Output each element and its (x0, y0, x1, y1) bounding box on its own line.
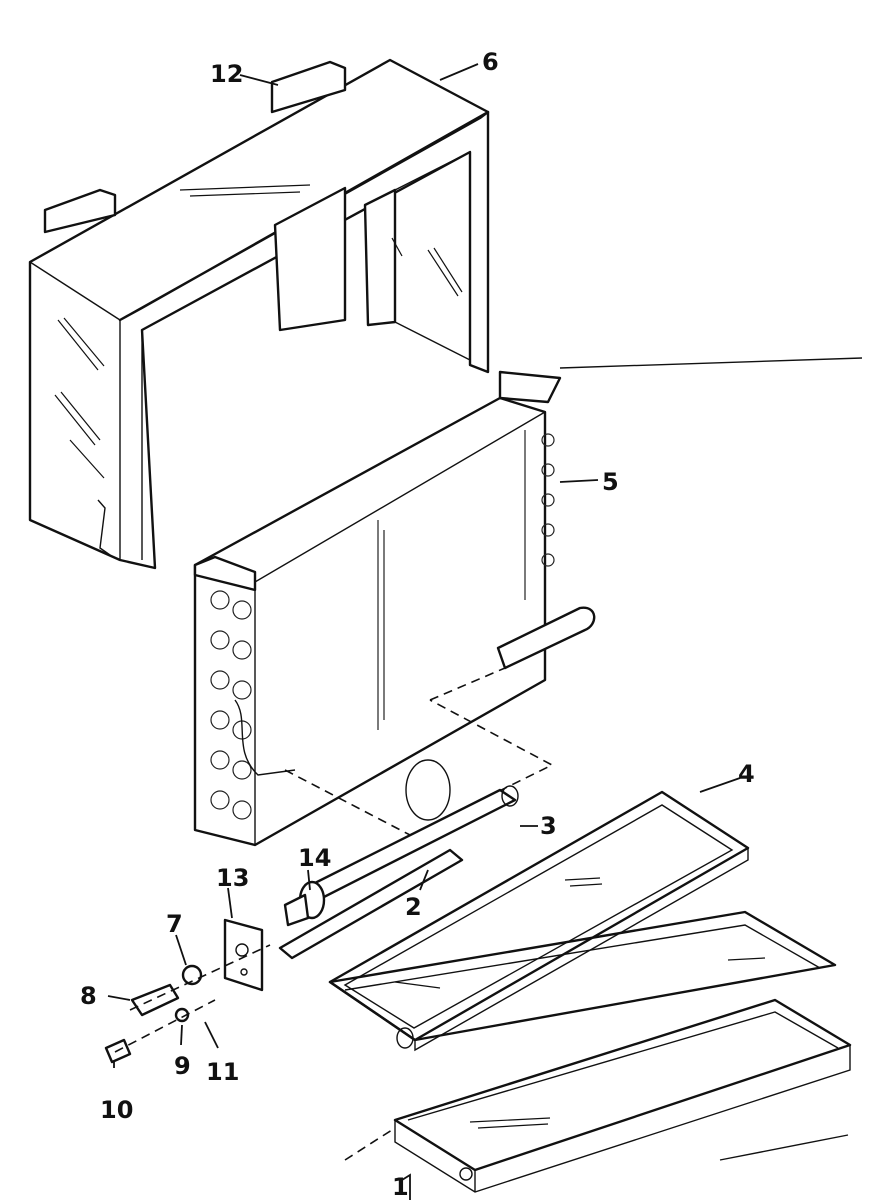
coil-assembly (193, 370, 596, 847)
callout-5: 5 (602, 468, 619, 496)
flange-part-14 (283, 880, 326, 927)
base-pan-part-1 (344, 998, 852, 1193)
callout-10: 10 (100, 1096, 133, 1124)
callout-12: 12 (210, 60, 243, 88)
callout-4: 4 (738, 760, 755, 788)
fittings-group (104, 944, 271, 1064)
callout-8: 8 (80, 982, 97, 1010)
callout-1: 1 (392, 1173, 409, 1200)
leader-lines (107, 63, 741, 1200)
callout-9: 9 (174, 1052, 191, 1080)
callout-7: 7 (166, 910, 183, 938)
bracket-plate-part-13 (223, 918, 264, 992)
cabinet-shroud (28, 58, 490, 570)
callout-13: 13 (216, 864, 249, 892)
rod-part-2 (278, 848, 464, 960)
callout-14: 14 (298, 844, 331, 872)
lower-drain-pan (328, 910, 837, 1042)
callout-11: 11 (206, 1058, 239, 1086)
callout-2: 2 (405, 893, 422, 921)
callout-6: 6 (482, 48, 499, 76)
callout-3: 3 (540, 812, 557, 840)
